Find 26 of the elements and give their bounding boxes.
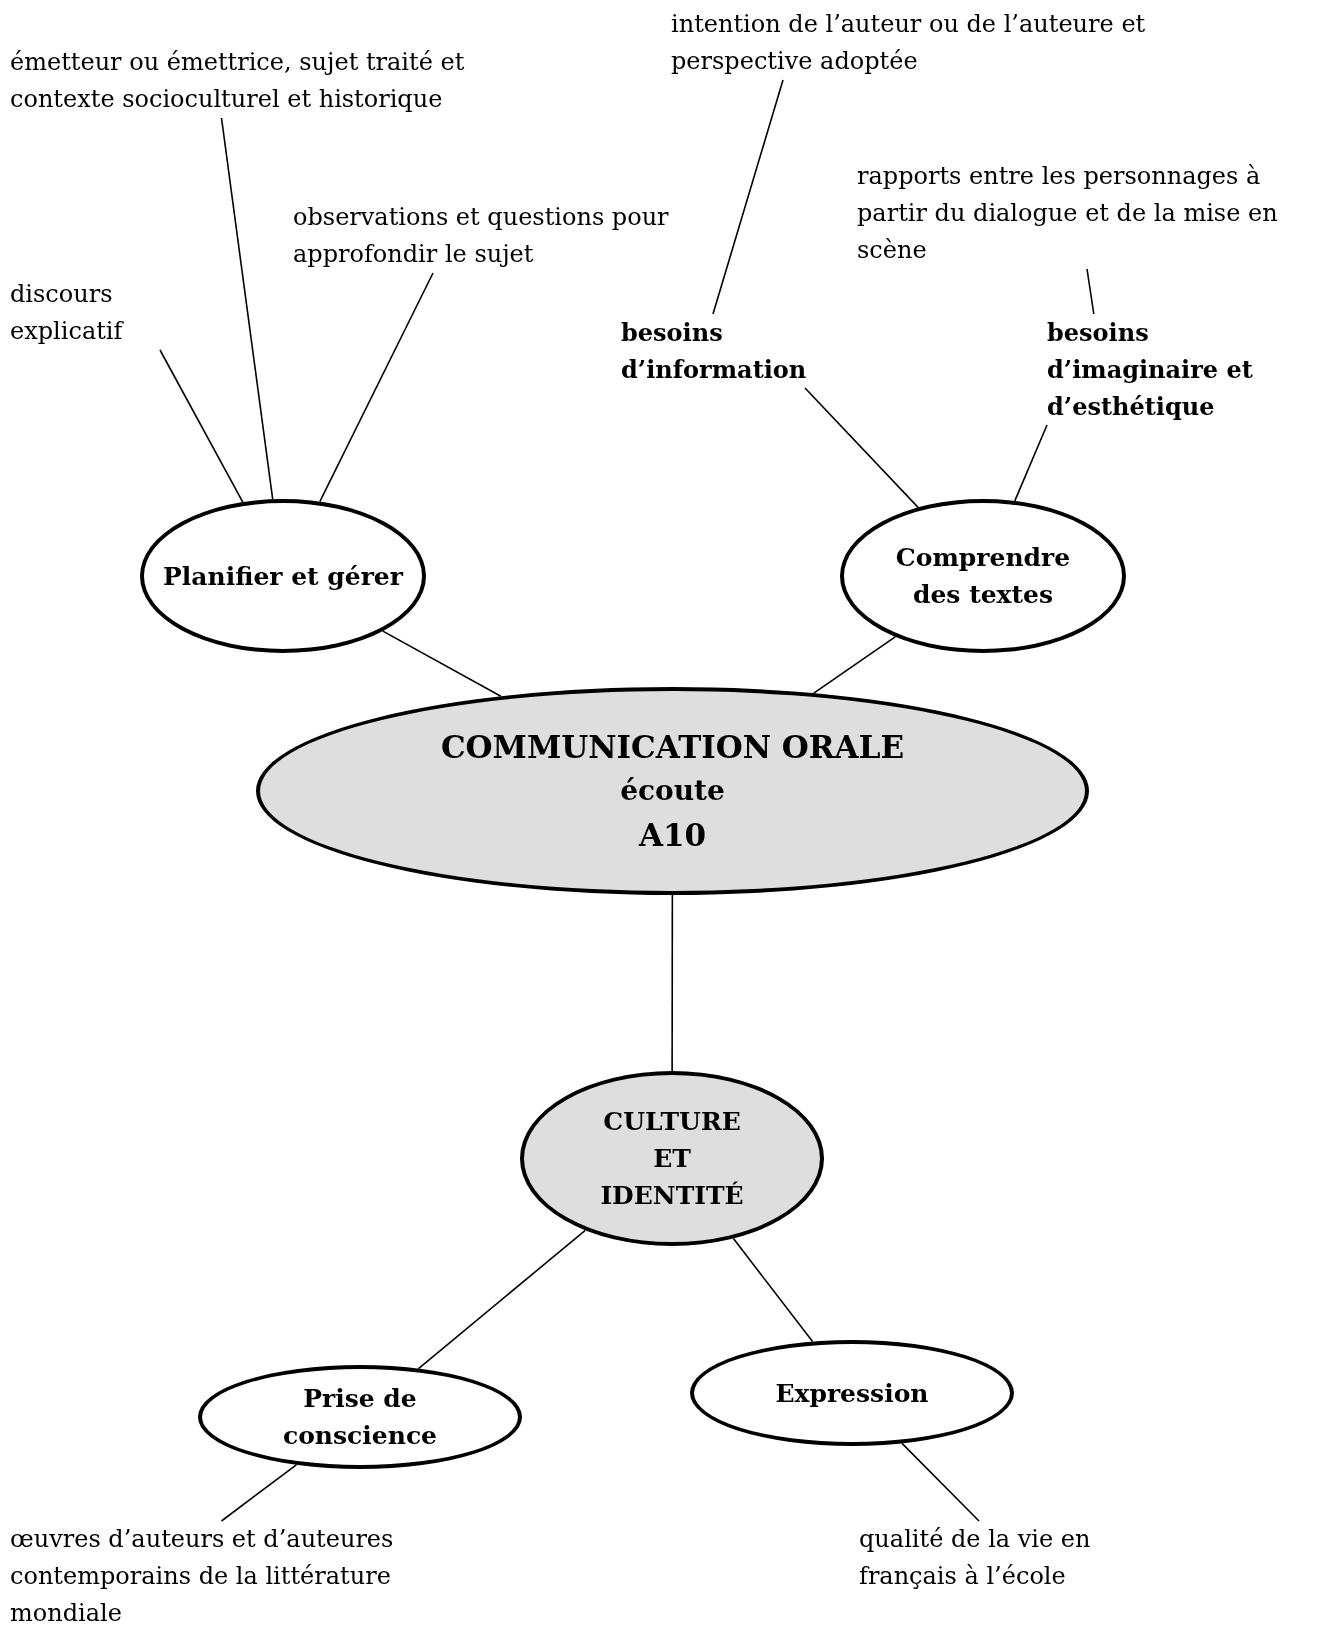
node-label: Prise de conscience [281,1383,439,1452]
node-label: Expression [775,1377,929,1410]
connector-line [813,636,896,694]
connector-line [712,79,784,315]
topic-text: intention de l’auteur ou de l’auteure et perspective adoptée [671,6,1231,80]
connector-line [1014,424,1048,502]
topic-text: œuvres d’auteurs et d’auteures contemporains de la littérature mondiale [10,1521,480,1631]
node-label: CULTURE ET IDENTITÉ [599,1106,745,1212]
connector-line [671,894,674,1072]
node-label: COMMUNICATION ORALE [440,728,905,767]
topic-text: rapports entre les personnages à partir du dialogue et de la mise en scène [857,158,1317,269]
connector-line [382,630,502,698]
connector-line [732,1237,814,1343]
node-label: A10 [638,816,707,855]
topic-text: émetteur ou émettrice, sujet traité et contexte socioculturel et historique [10,44,480,118]
topic-text: observations et questions pour approfondir le sujet [293,199,693,273]
connector-line [804,387,919,509]
topic-text: qualité de la vie en français à l’école [859,1521,1159,1595]
topic-text: besoins d’imaginaire et d’esthétique [1047,314,1307,425]
node-label: Planifier et gérer [163,560,403,593]
connector-line [1086,268,1095,315]
topic-text: discours explicatif [10,276,160,350]
topic-text: besoins d’information [621,314,851,388]
node-label: écoute [620,773,725,809]
node-label: Comprendre des textes [894,542,1072,611]
connector-line [220,117,274,500]
